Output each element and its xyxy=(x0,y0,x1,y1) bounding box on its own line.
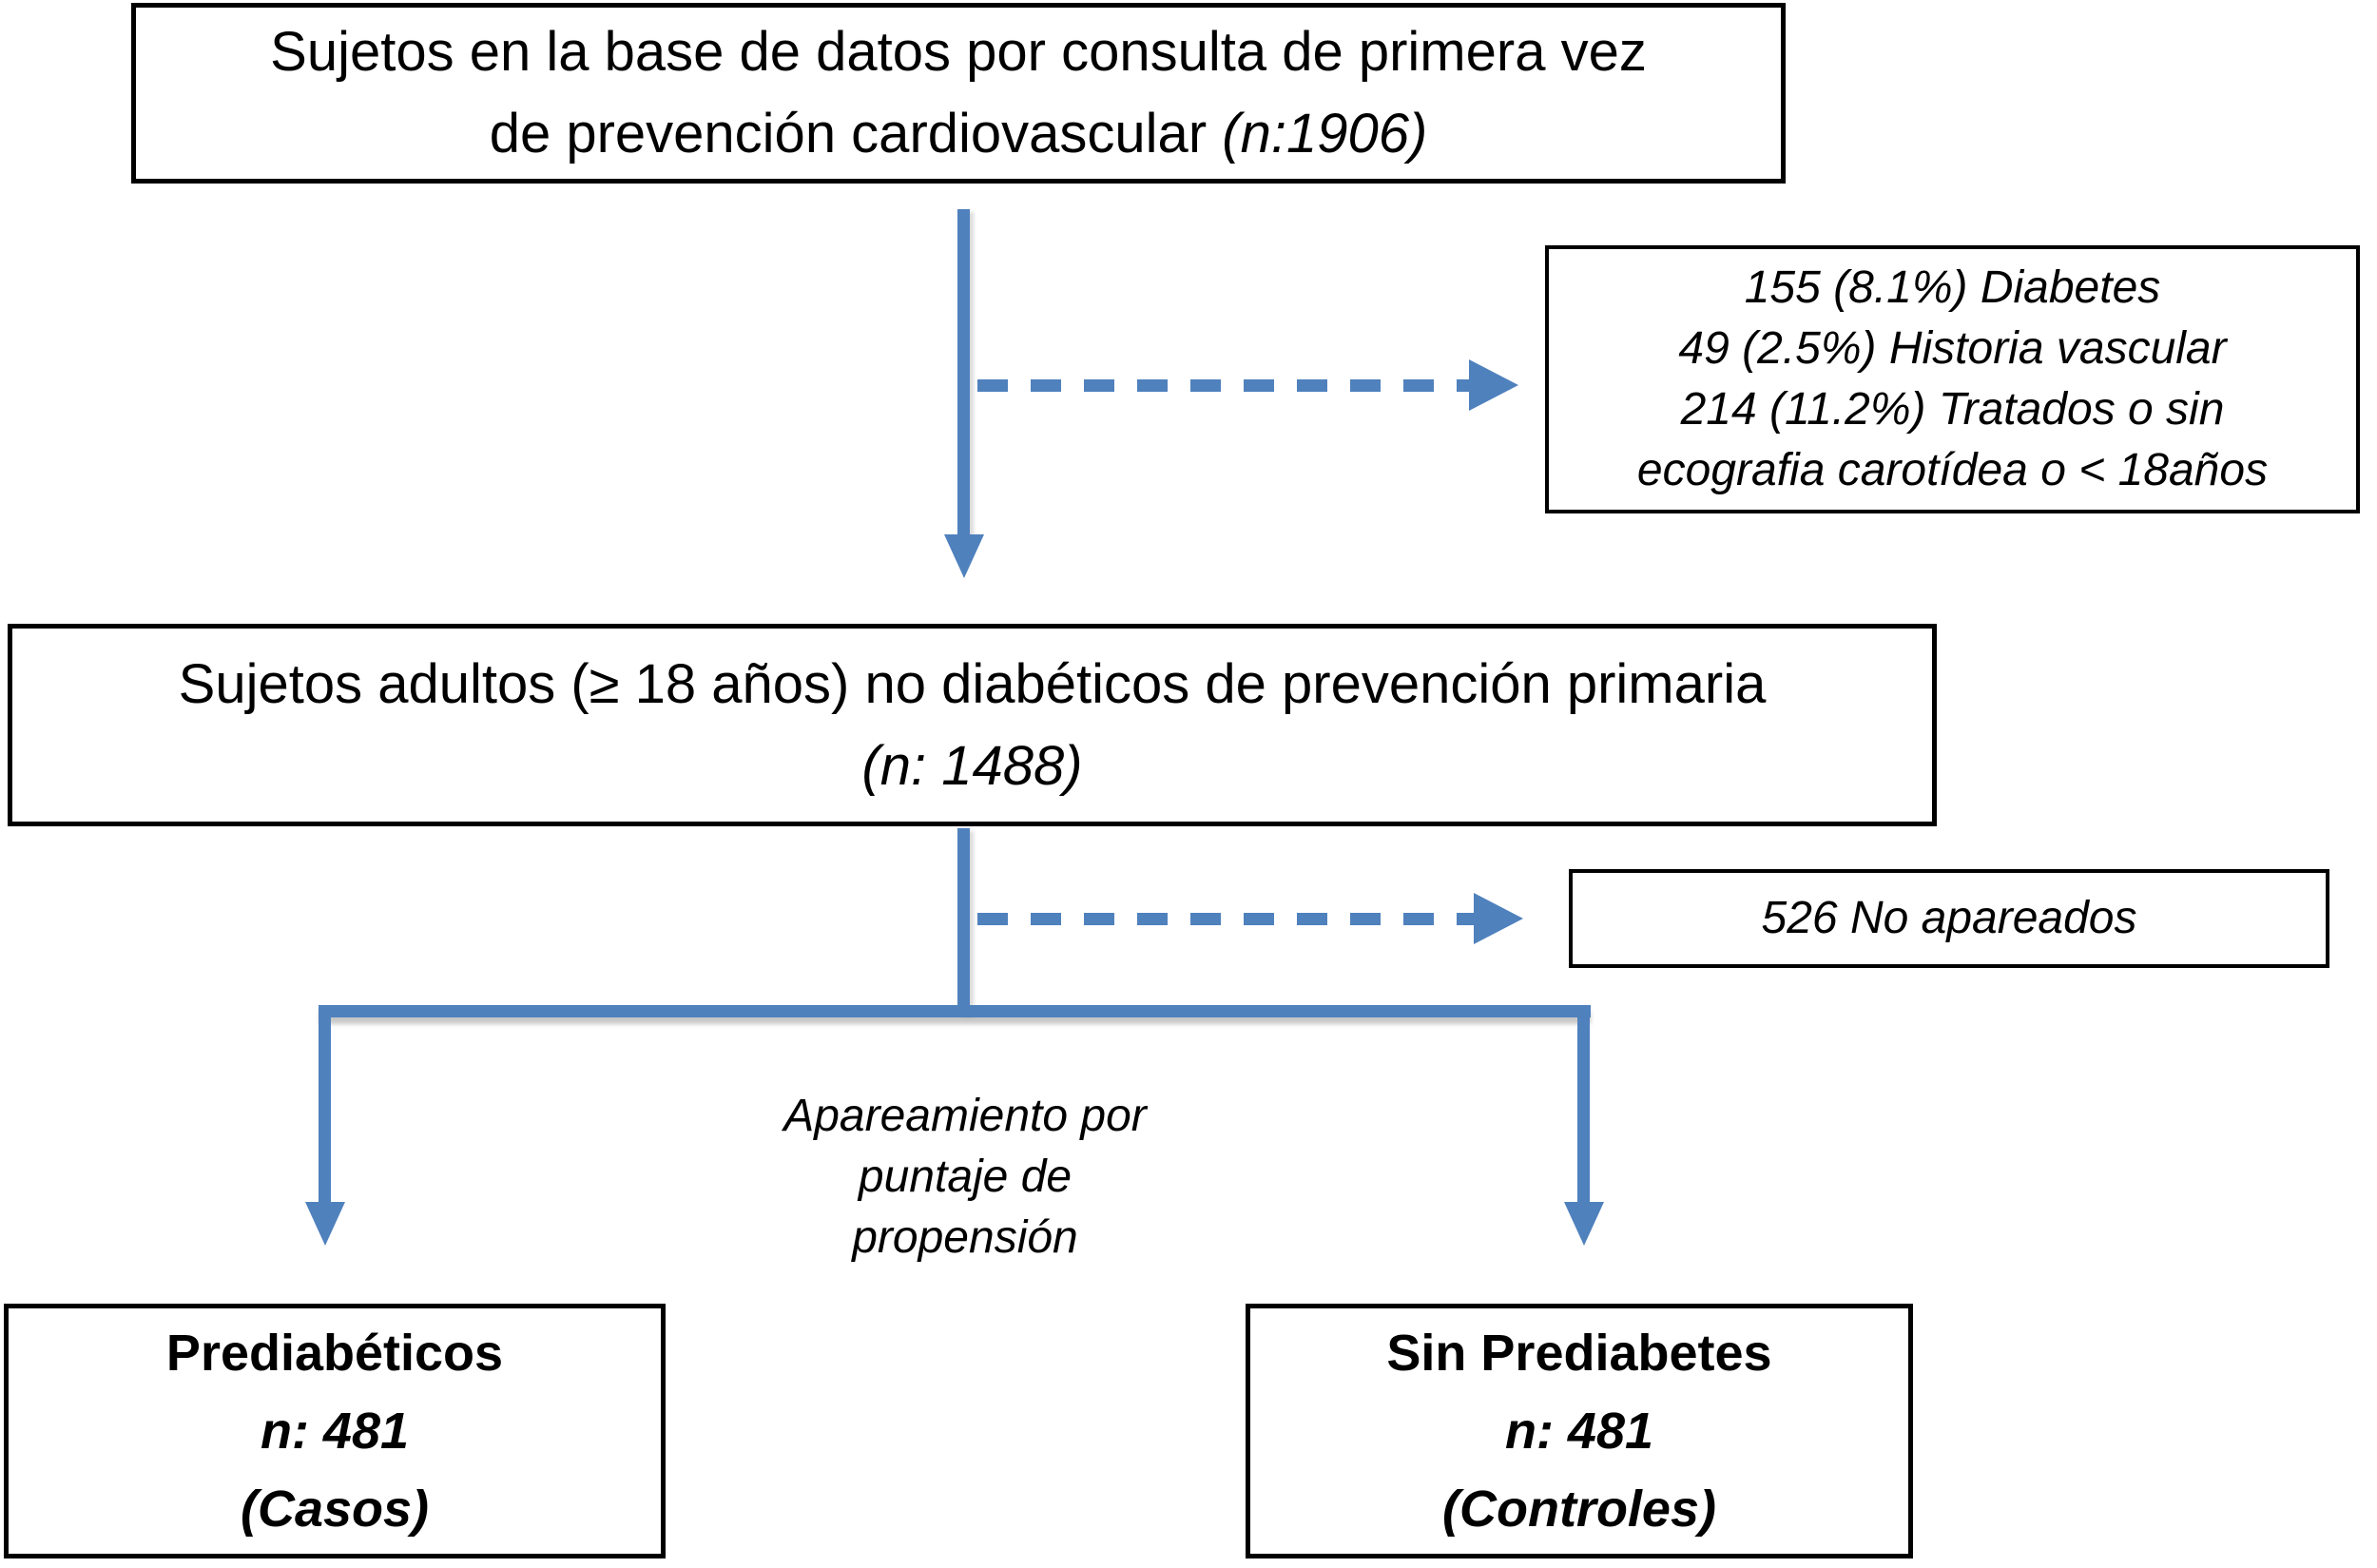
eligible-population-n: (n: 1488) xyxy=(861,734,1083,797)
exclusion-line: 214 (11.2%) Tratados o sin xyxy=(1680,384,2225,435)
unmatched-text: 526 No apareados xyxy=(1761,893,2137,943)
exclusion-line: ecografia carotídea o < 18años xyxy=(1636,445,2269,495)
down-arrow-1-shaft xyxy=(957,209,970,536)
cases-arrow-head xyxy=(305,1202,345,1246)
controls-box: Sin Prediabetes n: 481 (Controles) xyxy=(1246,1304,1913,1558)
matching-method-line: propensión xyxy=(852,1212,1078,1263)
controls-arrow-shaft xyxy=(1577,1005,1590,1204)
unmatched-box: 526 No apareados xyxy=(1569,869,2329,968)
source-population-n: (n:1906) xyxy=(1222,103,1428,165)
matching-method-label: Apareamiento por puntaje de propensión xyxy=(680,1086,1250,1268)
cases-arrow-shaft xyxy=(319,1005,331,1204)
cases-n: n: 481 xyxy=(260,1403,410,1460)
dashed-arrow-exclusions xyxy=(977,379,1469,392)
controls-n: n: 481 xyxy=(1504,1403,1654,1460)
cases-box: Prediabéticos n: 481 (Casos) xyxy=(4,1304,666,1558)
controls-arrow-head xyxy=(1564,1202,1604,1246)
dashed-arrow-unmatched-head xyxy=(1474,893,1523,944)
matching-method-line: puntaje de xyxy=(858,1152,1073,1202)
source-population-line1: Sujetos en la base de datos por consulta… xyxy=(270,21,1647,83)
source-population-box: Sujetos en la base de datos por consulta… xyxy=(131,3,1786,184)
exclusions-box: 155 (8.1%) Diabetes 49 (2.5%) Historia v… xyxy=(1545,245,2360,513)
dashed-arrow-unmatched xyxy=(977,913,1474,925)
matching-method-line: Apareamiento por xyxy=(783,1091,1147,1141)
exclusion-line: 49 (2.5%) Historia vascular xyxy=(1678,323,2227,374)
source-population-line2: de prevención cardiovascular (n:1906) xyxy=(489,103,1428,165)
down-connector-2-shaft xyxy=(957,828,970,1014)
cases-title: Prediabéticos xyxy=(165,1325,504,1382)
controls-role: (Controles) xyxy=(1442,1481,1716,1538)
eligible-population-line1: Sujetos adultos (≥ 18 años) no diabético… xyxy=(178,652,1767,715)
dashed-arrow-exclusions-head xyxy=(1469,359,1518,411)
controls-title: Sin Prediabetes xyxy=(1386,1325,1772,1382)
branch-connector-bar xyxy=(319,1005,1591,1017)
eligible-population-box: Sujetos adultos (≥ 18 años) no diabético… xyxy=(8,624,1937,826)
down-arrow-1-head xyxy=(944,534,984,578)
cases-role: (Casos) xyxy=(240,1481,430,1538)
exclusion-line: 155 (8.1%) Diabetes xyxy=(1744,262,2161,313)
